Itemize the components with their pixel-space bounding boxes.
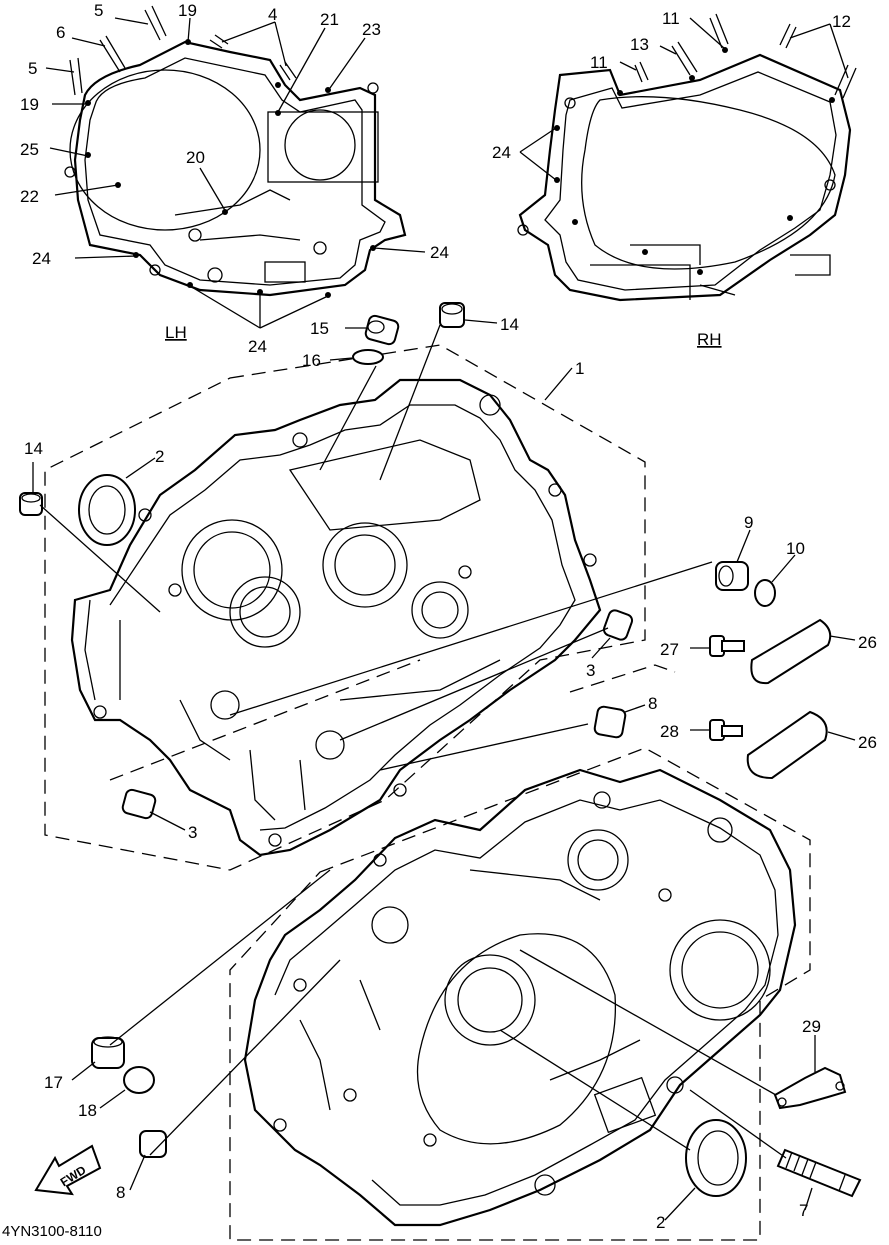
- section-label-lh: LH: [165, 323, 187, 342]
- part-2-oil-seal-bottom: [685, 1119, 747, 1197]
- callout-8: 8: [648, 694, 657, 713]
- callout-2: 2: [656, 1213, 665, 1232]
- joint-line-1: [569, 664, 676, 693]
- part-18-oring: [123, 1066, 155, 1094]
- callout-28: 28: [660, 722, 679, 741]
- callout-3: 3: [188, 823, 197, 842]
- callout-19: 19: [178, 1, 197, 20]
- part-8-dowel-left: [139, 1130, 167, 1158]
- callout-14: 14: [500, 315, 519, 334]
- callout-27: 27: [660, 640, 679, 659]
- part-8-dowel-right: [593, 705, 627, 739]
- lower-crankcase-region: [229, 747, 811, 1241]
- callout-15: 15: [310, 319, 329, 338]
- callout-26: 26: [858, 633, 877, 652]
- part-26-plate-bottom: [746, 710, 828, 780]
- callout-8: 8: [116, 1183, 125, 1202]
- lh-gasket: [64, 5, 407, 298]
- callout-24: 24: [32, 249, 51, 268]
- callout-10: 10: [786, 539, 805, 558]
- callout-11: 11: [662, 9, 680, 28]
- upper-crankcase: [70, 378, 602, 857]
- part-26-plate-top: [750, 618, 832, 685]
- callout-6: 6: [56, 23, 65, 42]
- callout-9: 9: [744, 513, 753, 532]
- leader-lines: [32, 17, 856, 1221]
- callout-5: 5: [94, 1, 103, 20]
- callout-29: 29: [802, 1017, 821, 1036]
- callout-19: 19: [20, 95, 39, 114]
- callout-16: 16: [302, 351, 321, 370]
- callout-24: 24: [248, 337, 267, 356]
- part-7-stud-bolt: [776, 1148, 862, 1198]
- part-27-screw: [709, 635, 745, 657]
- diagram-code: 4YN3100-8110: [2, 1223, 102, 1240]
- callout-14: 14: [24, 439, 43, 458]
- upper-crankcase-region: [44, 344, 646, 871]
- section-label-rh: RH: [697, 330, 722, 349]
- callout-3: 3: [586, 661, 595, 680]
- rh-gasket: [517, 13, 857, 302]
- part-29-bracket: [773, 1066, 847, 1110]
- callout-24: 24: [430, 243, 449, 262]
- callout-25: 25: [20, 140, 39, 159]
- callout-13: 13: [630, 35, 649, 54]
- callout-2: 2: [155, 447, 164, 466]
- callout-4: 4: [268, 5, 277, 24]
- part-28-screw: [709, 719, 743, 741]
- callout-12: 12: [832, 12, 851, 31]
- callout-21: 21: [320, 10, 339, 29]
- callout-7: 7: [799, 1201, 808, 1220]
- part-3-dowel-right: [602, 609, 634, 641]
- callout-labels: 5 19 4 21 23 6 5 19 25 20 22 24 24 24 LH…: [20, 1, 877, 1232]
- callout-17: 17: [44, 1073, 63, 1092]
- lower-crankcase: [243, 768, 797, 1227]
- part-16-oring: [352, 349, 384, 365]
- joint-line-2: [109, 659, 421, 781]
- part-14-dowel-left: [19, 492, 43, 516]
- callout-11: 11: [590, 53, 608, 72]
- callout-24: 24: [492, 143, 511, 162]
- part-3-dowel-left: [121, 788, 157, 820]
- part-17-bush: [91, 1036, 125, 1069]
- callout-26: 26: [858, 733, 877, 752]
- part-2-oil-seal-top: [78, 474, 136, 546]
- callout-22: 22: [20, 187, 39, 206]
- part-9-bush: [715, 561, 749, 591]
- callout-18: 18: [78, 1101, 97, 1120]
- part-14-dowel-top: [439, 302, 465, 328]
- fwd-arrow-icon: FWD: [34, 1144, 102, 1196]
- callout-5: 5: [28, 59, 37, 78]
- part-15-bush: [364, 314, 400, 346]
- callout-1: 1: [575, 359, 584, 378]
- callout-20: 20: [186, 148, 205, 167]
- callout-23: 23: [362, 20, 381, 39]
- part-10-oring: [754, 579, 776, 607]
